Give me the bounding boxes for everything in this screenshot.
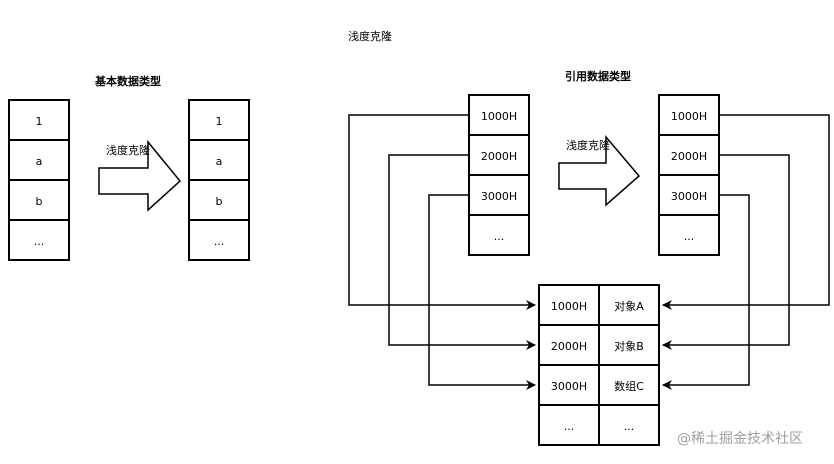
- stack-cell: [658, 214, 720, 256]
- reference-source-stack: 1000H 2000H 3000H ...: [468, 94, 530, 256]
- stack-cell-label: ...: [494, 230, 505, 243]
- heap-address-cell: [538, 404, 600, 446]
- stack-cell-label: 1: [216, 115, 223, 128]
- reference-types-heading: 引用数据类型: [565, 69, 631, 83]
- heap-object-cell: [598, 324, 660, 366]
- stack-cell-label: a: [36, 155, 43, 168]
- heap-object-label: 对象B: [614, 339, 644, 353]
- reference-arrow: [662, 154, 790, 350]
- heap-address-label: 3000H: [551, 380, 587, 393]
- stack-cell-label: 1000H: [671, 110, 707, 123]
- stack-cell: [8, 219, 70, 261]
- stack-cell: [658, 134, 720, 176]
- primitive-types-heading: 基本数据类型: [94, 74, 161, 88]
- clone-block-arrow: [98, 139, 182, 212]
- heap-object-label: 对象A: [614, 299, 644, 313]
- stack-cell-label: b: [36, 195, 43, 208]
- stack-cell: [468, 214, 530, 256]
- stack-cell-label: 2000H: [671, 150, 707, 163]
- reference-arrow: [428, 194, 536, 390]
- heap-object-label: 数组C: [614, 379, 644, 393]
- clone-block-arrow: [558, 134, 641, 207]
- stack-cell-label: 3000H: [481, 190, 517, 203]
- stack-cell: [468, 94, 530, 136]
- stack-cell: [188, 179, 250, 221]
- stack-cell-label: ...: [214, 235, 225, 248]
- heap-address-label: 2000H: [551, 340, 587, 353]
- reference-arrow: [662, 114, 830, 310]
- stack-cell-label: 2000H: [481, 150, 517, 163]
- heap-address-cell: [538, 324, 600, 366]
- stack-cell-label: ...: [34, 235, 45, 248]
- heap-object-cell: [598, 404, 660, 446]
- stack-cell-label: 3000H: [671, 190, 707, 203]
- diagram-title: 浅度克隆: [348, 29, 392, 43]
- stack-cell-label: 1: [36, 115, 43, 128]
- clone-arrow-label: 浅度克隆: [566, 138, 610, 152]
- primitive-source-stack: 1 a b ...: [8, 99, 70, 261]
- heap-address-cell: [538, 284, 600, 326]
- stack-cell: [468, 174, 530, 216]
- heap-object-cell: [598, 284, 660, 326]
- stack-cell: [188, 139, 250, 181]
- heap-object-cell: [598, 364, 660, 406]
- watermark: @稀土掘金技术社区: [677, 431, 803, 447]
- primitive-target-stack: 1 a b ...: [188, 99, 250, 261]
- stack-cell-label: a: [216, 155, 223, 168]
- stack-cell: [188, 99, 250, 141]
- stack-cell: [188, 219, 250, 261]
- heap-address-label: ...: [564, 420, 575, 433]
- heap-address-label: 1000H: [551, 300, 587, 313]
- heap-table: 1000H 对象A 2000H 对象B 3000H 数组C ... ...: [538, 284, 660, 446]
- reference-target-stack: 1000H 2000H 3000H ...: [658, 94, 720, 256]
- stack-cell-label: ...: [684, 230, 695, 243]
- reference-arrow: [388, 154, 536, 350]
- reference-arrow: [662, 194, 750, 390]
- stack-cell-label: 1000H: [481, 110, 517, 123]
- clone-arrow-label: 浅度克隆: [106, 143, 150, 157]
- heap-object-label: ...: [624, 420, 635, 433]
- stack-cell-label: b: [216, 195, 223, 208]
- reference-arrow: [348, 114, 536, 310]
